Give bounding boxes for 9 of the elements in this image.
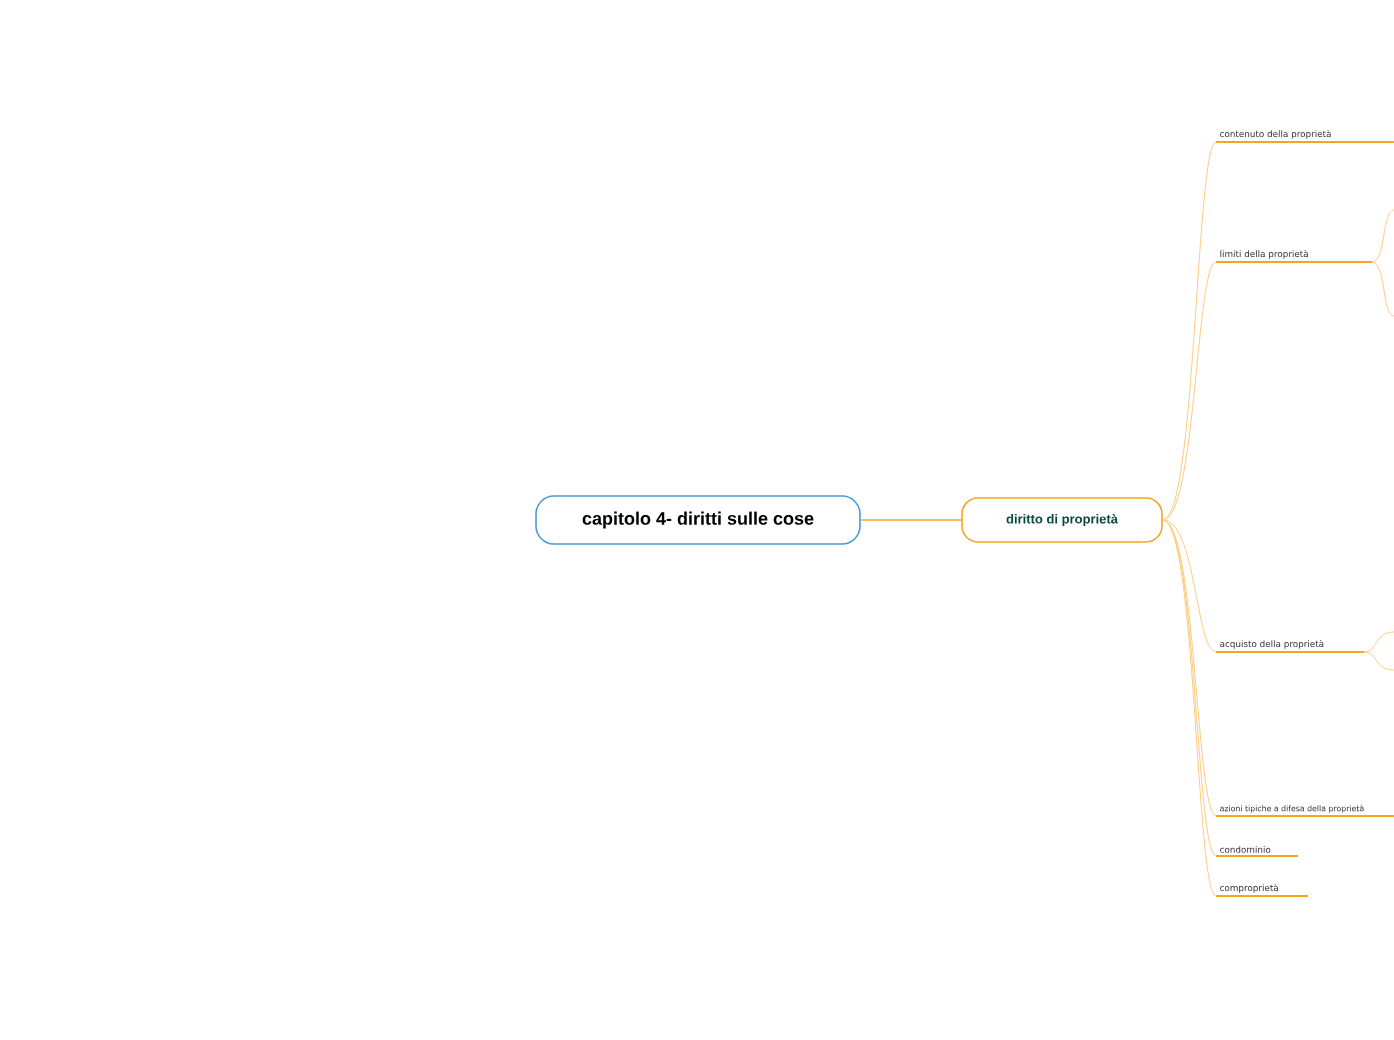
connector	[1371, 209, 1394, 263]
connector	[1162, 261, 1217, 521]
connector	[1371, 261, 1394, 317]
connector	[1363, 631, 1394, 653]
topic-box: capitolo 4- diritti sulle cose	[535, 495, 861, 545]
connector	[1162, 519, 1217, 653]
connector	[1363, 651, 1394, 671]
connector	[860, 519, 962, 521]
connector	[1162, 141, 1217, 521]
